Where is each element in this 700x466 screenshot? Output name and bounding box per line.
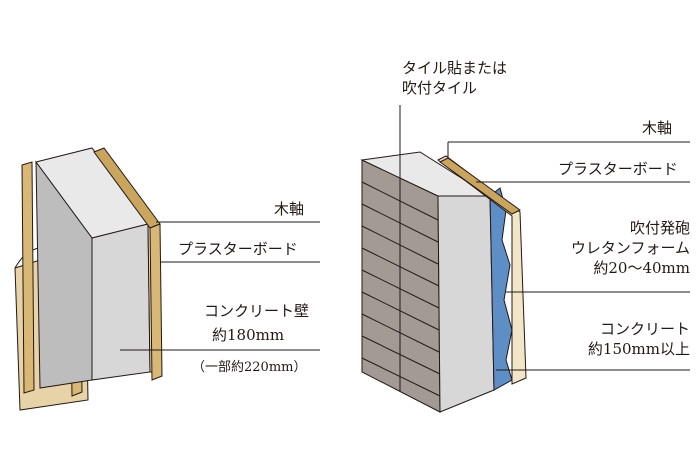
left-label-wood-frame: 木軸 <box>274 200 305 218</box>
right-label-plasterboard: プラスターボード <box>558 160 678 178</box>
right-label-foam-line1: 吹付発砲 <box>629 219 690 237</box>
right-label-concrete: コンクリート 約150mm以上 <box>588 319 690 359</box>
right-wall-illustration <box>360 151 527 413</box>
right-wood-stud <box>439 157 521 215</box>
right-label-foam: 吹付発砲 ウレタンフォーム 約20〜40mm <box>571 218 690 278</box>
left-wood-stud-front-face <box>149 223 163 381</box>
right-label-wood-frame: 木軸 <box>642 119 673 137</box>
left-label-partial-thickness: （一部約220mm） <box>192 360 307 375</box>
left-wood-stud-back <box>21 161 35 394</box>
left-label-concrete-thickness: 約180mm <box>212 326 285 344</box>
right-label-foam-line2: ウレタンフォーム <box>570 239 690 257</box>
tile-side-face <box>361 159 441 413</box>
right-plasterboard <box>437 155 527 385</box>
right-concrete-front <box>437 195 495 413</box>
right-label-concrete-line2: 約150mm以上 <box>587 340 690 358</box>
left-label-concrete-wall: コンクリート壁 <box>204 302 310 320</box>
left-leader-lines <box>120 221 320 351</box>
right-label-tile-line1: タイル貼または <box>402 59 508 77</box>
right-label-tile: タイル貼または 吹付タイル <box>402 58 507 98</box>
left-concrete-front <box>91 223 151 381</box>
left-label-plasterboard: プラスターボード <box>178 240 298 258</box>
right-label-tile-line2: 吹付タイル <box>402 79 478 97</box>
right-label-concrete-line1: コンクリート <box>599 320 690 338</box>
foam-layer <box>489 187 513 391</box>
right-leader-lines <box>399 105 690 371</box>
right-label-foam-line3: 約20〜40mm <box>593 259 690 277</box>
left-wall-illustration <box>14 147 163 411</box>
